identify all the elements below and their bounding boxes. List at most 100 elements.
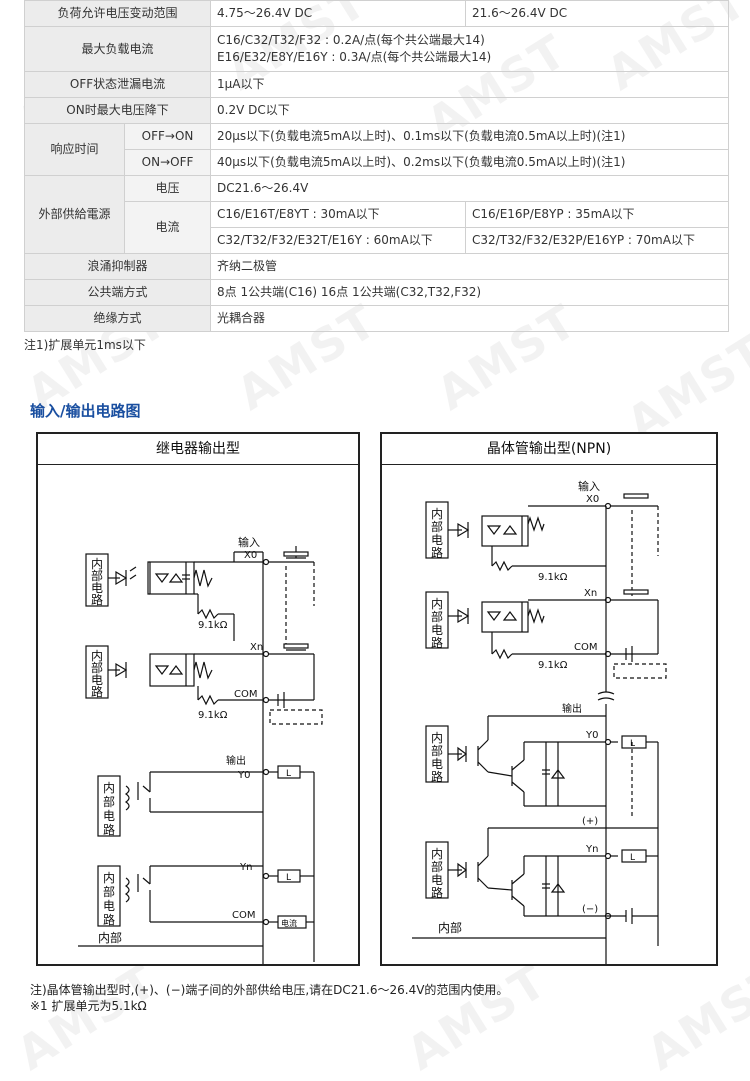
internal-char: 路 bbox=[91, 684, 103, 699]
relay-diagram-title: 继电器输出型 bbox=[38, 434, 358, 465]
x0-terminal-label: X0 bbox=[244, 550, 257, 561]
com-terminal-label: COM bbox=[234, 689, 257, 700]
load-label: L bbox=[286, 873, 291, 883]
internal-char: 电 bbox=[431, 873, 443, 887]
max-load-current-label: 最大负载电流 bbox=[23, 26, 212, 72]
isolation-value: 光耦合器 bbox=[210, 305, 730, 332]
supply-current-label: 电流 bbox=[123, 201, 212, 254]
section-title: 输入/输出电路图 bbox=[30, 402, 141, 420]
on-voltage-drop-label: ON时最大电压降下 bbox=[23, 97, 212, 124]
table-row: 响应时间 OFF→ON 20μs以下(负载电流5mA以上时)、0.1ms以下(负… bbox=[24, 123, 730, 176]
off-on-label: OFF→ON bbox=[123, 123, 212, 150]
table-row: 绝缘方式 光耦合器 bbox=[23, 305, 730, 332]
isolation-label: 绝缘方式 bbox=[23, 305, 212, 332]
internal-char: 内 bbox=[431, 731, 443, 745]
supply-voltage-label: 电压 bbox=[123, 175, 212, 202]
table-row: C32/T32/F32/E32T/E16Y : 60mA以下 C32/T32/F… bbox=[25, 227, 730, 254]
table-row: 外部供給電源 电压 DC21.6～26.4V bbox=[24, 175, 730, 254]
supply-current-r2c1: C32/T32/F32/E32T/E16Y : 60mA以下 bbox=[210, 227, 467, 254]
xn-terminal-label: Xn bbox=[584, 588, 597, 599]
common-label: 公共端方式 bbox=[23, 279, 212, 306]
internal-char: 部 bbox=[91, 660, 103, 675]
internal-char: 内 bbox=[431, 847, 443, 861]
supply-current-r2c2: C32/T32/F32/E32P/E16YP : 70mA以下 bbox=[465, 227, 730, 254]
response-time-label: 响应时间 bbox=[24, 123, 125, 176]
fuse-label: 电流 bbox=[281, 918, 297, 928]
watermark-logo: AMST bbox=[397, 953, 557, 1081]
resistor-label: 9.1kΩ bbox=[198, 620, 228, 631]
table-row: OFF状态泄漏电流 1μA以下 bbox=[23, 71, 730, 98]
internal-char: 电 bbox=[431, 757, 443, 771]
surge-label: 浪涌抑制器 bbox=[23, 253, 212, 280]
minus-terminal-label: (−) bbox=[582, 904, 598, 915]
supply-voltage-value: DC21.6～26.4V bbox=[210, 175, 730, 202]
internal-char: 部 bbox=[431, 609, 443, 624]
input-label: 输入 bbox=[578, 479, 600, 493]
internal-char: 电 bbox=[91, 581, 103, 595]
internal-char: 电 bbox=[431, 623, 443, 637]
internal-char: 路 bbox=[431, 885, 443, 900]
max-load-current-value: C16/C32/T32/F32 : 0.2A/点(每个共公端最大14) E16/… bbox=[210, 26, 730, 72]
internal-circuit-box bbox=[97, 775, 121, 837]
table-note: 注1)扩展单元1ms以下 bbox=[24, 338, 146, 352]
internal-char: 电 bbox=[103, 809, 115, 823]
spec-table-container: 负荷允许电压变动范围 4.75～26.4V DC 21.6～26.4V DC 最… bbox=[23, 0, 730, 332]
npn-circuit-svg: 输入 X0 Xn COM 9.1kΩ 9.1kΩ 内 部 电 路 内 部 电 路… bbox=[412, 479, 667, 964]
internal-char: 内 bbox=[91, 557, 103, 571]
off-leakage-label: OFF状态泄漏电流 bbox=[23, 71, 212, 98]
internal-char: 电 bbox=[103, 899, 115, 913]
internal-char: 内 bbox=[431, 507, 443, 521]
internal-char: 路 bbox=[431, 545, 443, 560]
relay-circuit-svg: 输入 X0 Xn COM 9.1kΩ 9.1kΩ 内 部 电 路 内 部 电 路… bbox=[78, 535, 323, 964]
table-row: 电流 C16/E16T/E8YT : 30mA以下 C16/E16P/E8YP … bbox=[25, 201, 730, 254]
xn-terminal-label: Xn bbox=[250, 642, 263, 653]
off-on-value: 20μs以下(负载电流5mA以上时)、0.1ms以下(负载电流0.5mA以上时)… bbox=[210, 123, 730, 150]
load-label: L bbox=[286, 769, 291, 779]
x0-terminal-label: X0 bbox=[586, 494, 599, 505]
internal-char: 部 bbox=[103, 884, 115, 899]
com-terminal-label: COM bbox=[574, 642, 597, 653]
output-label: 输出 bbox=[562, 702, 582, 715]
load-label: L bbox=[630, 853, 635, 863]
load-voltage-label: 负荷允许电压变动范围 bbox=[23, 0, 212, 27]
internal-circuit-box bbox=[97, 865, 121, 927]
max-load-current-line-1: C16/C32/T32/F32 : 0.2A/点(每个共公端最大14) bbox=[217, 33, 485, 47]
supply-current-r1c1: C16/E16T/E8YT : 30mA以下 bbox=[210, 201, 467, 228]
max-load-current-line-2: E16/E32/E8Y/E16Y : 0.3A/点(每个共公端最大14) bbox=[217, 50, 492, 64]
supply-current-r1c2: C16/E16P/E8YP : 35mA以下 bbox=[465, 201, 730, 228]
resistor-label: 9.1kΩ bbox=[198, 710, 228, 721]
load-voltage-value-1: 4.75～26.4V DC bbox=[210, 0, 467, 27]
internal-char: 路 bbox=[431, 635, 443, 650]
external-supply-label: 外部供給電源 bbox=[24, 175, 125, 254]
resistor-label: 9.1kΩ bbox=[538, 572, 568, 583]
on-off-label: ON→OFF bbox=[123, 149, 212, 176]
footnote-line-2: ※1 扩展单元为5.1kΩ bbox=[30, 999, 147, 1013]
internal-char: 路 bbox=[431, 769, 443, 784]
y0-terminal-label: Y0 bbox=[585, 730, 598, 741]
common-value: 8点 1公共端(C16) 16点 1公共端(C32,T32,F32) bbox=[210, 279, 730, 306]
internal-char: 内 bbox=[431, 597, 443, 611]
internal-char: 电 bbox=[91, 673, 103, 687]
internal-char: 电 bbox=[431, 533, 443, 547]
npn-diagram-title: 晶体管输出型(NPN) bbox=[382, 434, 716, 465]
resistor-label: 9.1kΩ bbox=[538, 660, 568, 671]
internal-char: 部 bbox=[91, 568, 103, 583]
load-label: L bbox=[630, 739, 635, 749]
yn-terminal-label: Yn bbox=[585, 844, 598, 855]
internal-circuit-box bbox=[85, 645, 109, 699]
internal-char: 路 bbox=[103, 912, 115, 927]
spec-table: 负荷允许电压变动范围 4.75～26.4V DC 21.6～26.4V DC 最… bbox=[23, 0, 730, 332]
table-row: 浪涌抑制器 齐纳二极管 bbox=[23, 253, 730, 280]
internal-char: 部 bbox=[431, 859, 443, 874]
off-leakage-value: 1μA以下 bbox=[210, 71, 730, 98]
internal-label: 内部 bbox=[438, 920, 462, 935]
table-row: 公共端方式 8点 1公共端(C16) 16点 1公共端(C32,T32,F32) bbox=[23, 279, 730, 306]
on-off-value: 40μs以下(负载电流5mA以上时)、0.2ms以下(负载电流0.5mA以上时)… bbox=[210, 149, 730, 176]
table-row: ON→OFF 40μs以下(负载电流5mA以上时)、0.2ms以下(负载电流0.… bbox=[25, 149, 730, 176]
table-row: 负荷允许电压变动范围 4.75～26.4V DC 21.6～26.4V DC bbox=[23, 0, 730, 27]
watermark-logo: AMST bbox=[7, 953, 167, 1081]
plus-terminal-label: (+) bbox=[582, 816, 598, 827]
com-terminal-label: COM bbox=[232, 910, 255, 921]
internal-circuit-box bbox=[85, 553, 109, 607]
internal-char: 路 bbox=[91, 592, 103, 607]
